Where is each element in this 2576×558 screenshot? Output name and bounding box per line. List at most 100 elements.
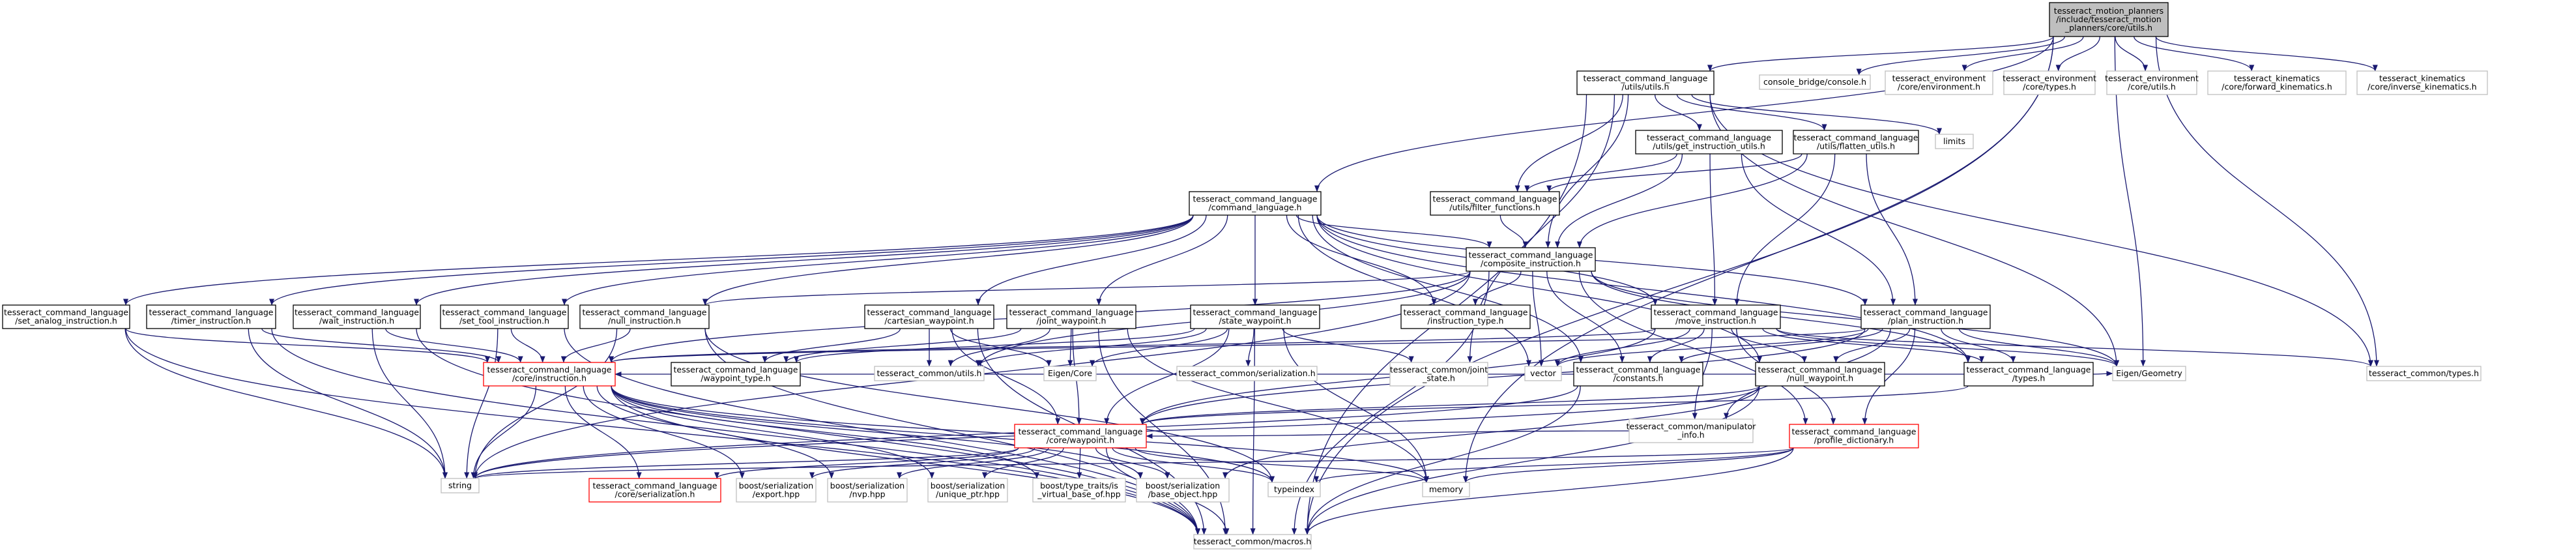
node-boost-export: boost/serialization/export.hpp — [736, 478, 817, 503]
node-label-line: _planners/core/utils.h — [2064, 23, 2152, 33]
node-box — [1389, 362, 1488, 387]
edge-core-instruction-to-typeindex — [611, 385, 1275, 483]
node-filter-functions[interactable]: tesseract_command_language/utils/filter_… — [1430, 191, 1560, 216]
node-state-waypoint[interactable]: tesseract_command_language/state_waypoin… — [1190, 304, 1320, 329]
node-tc-types: tesseract_common/types.h — [2366, 366, 2482, 381]
node-profile-dictionary[interactable]: tesseract_command_language/profile_dicti… — [1789, 424, 1919, 448]
node-box — [1043, 366, 1097, 381]
node-instruction-type[interactable]: tesseract_command_language/instruction_t… — [1400, 304, 1531, 329]
edge-core-instruction-to-tc-macros — [611, 385, 1200, 535]
node-core-waypoint[interactable]: tesseract_command_language/core/waypoint… — [1014, 424, 1147, 448]
node-label-line: boost/type_traits/is — [1040, 481, 1118, 491]
edge-profile-dictionary-to-typeindex — [1314, 447, 1794, 483]
edge-command-language-to-cartesian-waypoint — [976, 214, 1207, 306]
edge-core-waypoint-to-boost-virtual-base — [1077, 447, 1082, 479]
node-label-line: /utils/filter_functions.h — [1449, 203, 1541, 213]
edge-constants-to-tc-macros — [1305, 385, 1581, 535]
node-box — [827, 478, 908, 503]
node-label-line: tesseract_common/types.h — [2369, 368, 2479, 378]
node-waypoint-type[interactable]: tesseract_command_language/waypoint_type… — [671, 362, 801, 387]
node-label-line: /core/types.h — [2023, 82, 2076, 92]
node-tc-serialization: tesseract_common/serialization.h — [1176, 366, 1318, 381]
node-box — [864, 304, 994, 329]
edge-get-instr-utils-to-filter-functions — [1524, 153, 1677, 192]
node-label-line: /cartesian_waypoint.h — [884, 316, 974, 326]
edge-cl-utils-to-flatten-utils — [1676, 94, 1827, 131]
node-cl-types[interactable]: tesseract_command_language/types.h — [1963, 362, 2094, 387]
node-label-line: tesseract_environment — [2105, 74, 2199, 83]
node-label-line: boost/serialization — [739, 481, 813, 491]
edge-core-instruction-to-core-serialization — [564, 385, 642, 479]
edge-core-instruction-to-boost-export — [583, 385, 745, 479]
node-move-instruction[interactable]: tesseract_command_language/move_instruct… — [1651, 304, 1781, 329]
node-label-line: tesseract_common/utils.h — [877, 368, 982, 378]
node-box — [2003, 70, 2096, 95]
node-set-analog[interactable]: tesseract_command_language/set_analog_in… — [2, 304, 130, 329]
node-label-line: /nvp.hpp — [849, 490, 885, 499]
node-core-instruction[interactable]: tesseract_command_language/core/instruct… — [483, 362, 616, 387]
node-box — [1963, 362, 2094, 387]
node-box — [736, 478, 817, 503]
edge-plan-instruction-to-cl-types — [1941, 328, 2016, 363]
node-wait-instruction[interactable]: tesseract_command_language/wait_instruct… — [293, 304, 421, 329]
node-label-line: tesseract_command_language — [1009, 308, 1134, 317]
node-label-line: _state.h — [1422, 374, 1455, 383]
node-null-instruction[interactable]: tesseract_command_language/null_instruct… — [579, 304, 710, 329]
node-label-line: tesseract_kinematics — [2379, 74, 2465, 83]
node-label-line: tesseract_command_language — [1792, 427, 1917, 437]
node-null-waypoint[interactable]: tesseract_command_language/null_waypoint… — [1755, 362, 1885, 387]
edge-command-language-to-joint-waypoint — [1096, 214, 1228, 306]
edge-state-waypoint-to-memory — [1283, 328, 1429, 483]
node-label-line: tesseract_command_language — [583, 308, 707, 317]
node-label-line: tesseract_common/macros.h — [1194, 536, 1311, 546]
node-flatten-utils[interactable]: tesseract_command_language/utils/flatten… — [1793, 130, 1919, 154]
edge-flatten-utils-to-plan-instruction — [1866, 153, 1918, 306]
edge-layer — [123, 36, 2379, 535]
node-label-line: tesseract_command_language — [1647, 133, 1771, 143]
edge-set-tool-to-string — [464, 328, 499, 479]
node-box — [146, 304, 276, 329]
edge-core-waypoint-to-boost-unique-ptr — [981, 447, 1064, 479]
node-label-line: tesseract_command_language — [1654, 308, 1778, 317]
node-joint-waypoint[interactable]: tesseract_command_language/joint_waypoin… — [1006, 304, 1136, 329]
node-label-line: boost/serialization — [830, 481, 904, 491]
node-box — [1032, 478, 1126, 503]
node-set-tool[interactable]: tesseract_command_language/set_tool_inst… — [440, 304, 569, 329]
edge-composite-instruction-to-constants — [1546, 271, 1625, 363]
node-get-instr-utils[interactable]: tesseract_command_language/utils/get_ins… — [1635, 130, 1783, 154]
node-cl-utils[interactable]: tesseract_command_language/utils/utils.h — [1576, 70, 1715, 95]
node-label-line: tesseract_motion_planners — [2054, 6, 2164, 16]
node-box — [671, 362, 801, 387]
node-label-line: tesseract_command_language — [149, 308, 274, 317]
edge-core-utils-to-memory — [1463, 36, 2054, 483]
node-label-line: tesseract_command_language — [1794, 133, 1918, 143]
node-eigen-core: Eigen/Core — [1043, 366, 1097, 381]
node-env-utils: tesseract_environment/core/utils.h — [2105, 70, 2199, 95]
node-env-types: tesseract_environment/core/types.h — [2003, 70, 2096, 95]
edge-cartesian-waypoint-to-waypoint-type — [762, 328, 901, 363]
node-cartesian-waypoint[interactable]: tesseract_command_language/cartesian_way… — [864, 304, 994, 329]
node-plan-instruction[interactable]: tesseract_command_language/plan_instruct… — [1860, 304, 1991, 329]
node-box — [2356, 70, 2488, 95]
node-label-line: tesseract_command_language — [295, 308, 419, 317]
node-box — [1628, 419, 1754, 443]
node-string: string — [441, 478, 480, 493]
edge-core-waypoint-to-boost-export — [809, 447, 1035, 479]
node-box — [1935, 134, 1974, 149]
edge-command-language-to-timer-instruction — [269, 214, 1194, 306]
node-core-serialization[interactable]: tesseract_command_language/core/serializ… — [588, 478, 721, 503]
node-label-line: /move_instruction.h — [1675, 316, 1756, 326]
node-box — [1860, 304, 1991, 329]
node-label-line: /unique_ptr.hpp — [936, 490, 1000, 499]
edge-timer-instruction-to-string — [248, 328, 448, 479]
node-label-line: tesseract_kinematics — [2234, 74, 2320, 83]
node-timer-instruction[interactable]: tesseract_command_language/timer_instruc… — [146, 304, 276, 329]
node-limits: limits — [1935, 134, 1974, 149]
edge-core-utils-to-console-bridge — [1856, 36, 2065, 76]
edge-command-language-to-vector — [1297, 214, 1531, 367]
node-label-line: Eigen/Core — [1048, 368, 1092, 378]
node-constants[interactable]: tesseract_command_language/constants.h — [1573, 362, 1703, 387]
node-command-language[interactable]: tesseract_command_language/command_langu… — [1189, 191, 1322, 216]
edge-command-language-to-wait-instruction — [414, 214, 1194, 306]
node-composite-instruction[interactable]: tesseract_command_language/composite_ins… — [1466, 247, 1596, 272]
